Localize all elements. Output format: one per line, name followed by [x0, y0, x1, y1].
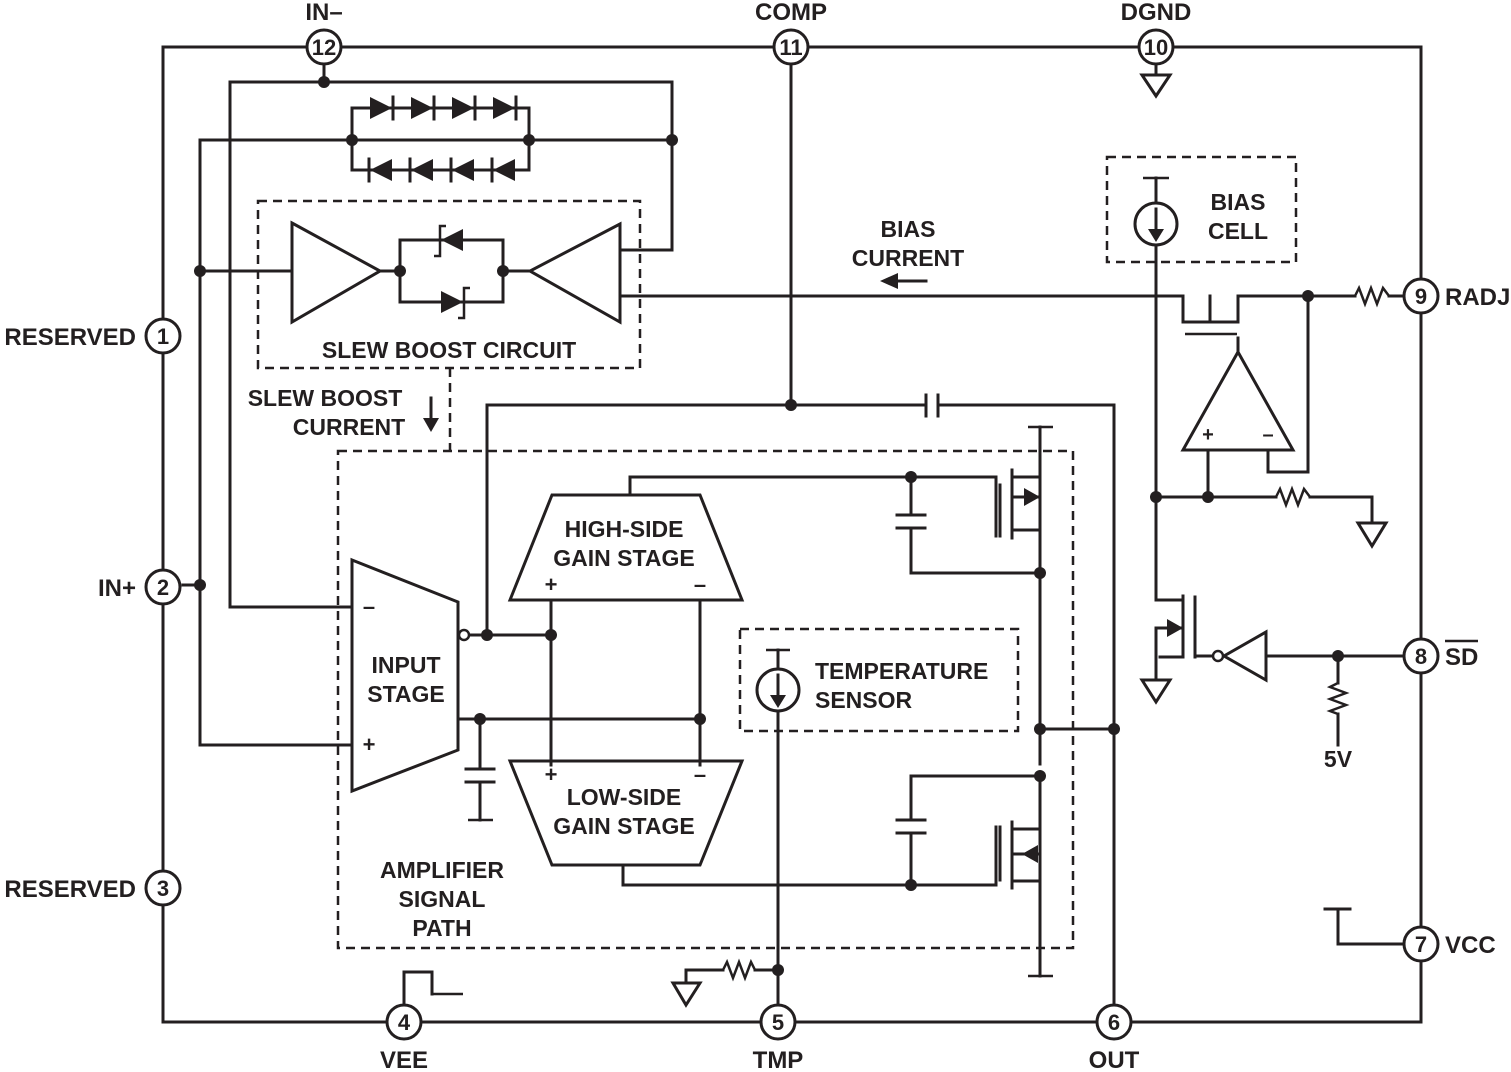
input-stage-inverting-output-bubble — [457, 628, 471, 642]
low-side-gain-stage — [507, 759, 745, 867]
temperature-sensor-block — [738, 627, 1020, 733]
temperature-sensor-label-2: SENSOR — [815, 687, 913, 713]
svg-text:1: 1 — [157, 324, 169, 349]
svg-text:RADJ: RADJ — [1445, 284, 1510, 311]
sd-inverter-bubble — [1211, 649, 1225, 663]
svg-text:6: 6 — [1108, 1010, 1120, 1035]
low-side-plus: + — [545, 762, 558, 787]
bias-amplifier — [1180, 348, 1296, 452]
diode-string-forward — [370, 95, 518, 121]
amplifier-signal-path-label-2: SIGNAL — [399, 886, 486, 912]
bias-current-label-2: CURRENT — [852, 245, 964, 271]
resistors — [721, 284, 1390, 982]
pin-9: 9 RADJ — [1402, 277, 1510, 315]
bias-cell-label-2: CELL — [1208, 218, 1268, 244]
svg-text:9: 9 — [1415, 284, 1427, 309]
svg-text:5: 5 — [772, 1010, 784, 1035]
junction-dots — [194, 76, 1344, 976]
slew-boost-current-label-2: CURRENT — [293, 414, 405, 440]
input-stage-plus: + — [363, 732, 376, 757]
pin-3: 3 RESERVED — [4, 869, 182, 907]
input-stage — [350, 557, 460, 794]
high-side-minus: – — [694, 572, 706, 597]
amplifier-signal-path-label-1: AMPLIFIER — [380, 857, 504, 883]
bias-current-label-1: BIAS — [881, 216, 936, 242]
svg-text:IN+: IN+ — [98, 575, 136, 602]
pin-1: 1 RESERVED — [4, 317, 182, 355]
input-stage-label-1: INPUT — [372, 652, 441, 678]
pin-4: 4 VEE — [380, 1003, 428, 1072]
slew-boost-current-arrow — [423, 396, 439, 432]
svg-text:RESERVED: RESERVED — [4, 876, 136, 903]
pin-6: 6 OUT — [1089, 1003, 1140, 1072]
bias-cell-block — [1105, 155, 1298, 264]
bias-amplifier-plus: + — [1202, 424, 1214, 446]
high-side-label-1: HIGH-SIDE — [565, 516, 684, 542]
slew-boost-circuit-label: SLEW BOOST CIRCUIT — [322, 337, 576, 363]
current-sources — [755, 201, 1179, 713]
amplifier-signal-path-label-3: PATH — [412, 915, 471, 941]
svg-text:12: 12 — [312, 35, 336, 60]
bias-current-arrow — [880, 273, 928, 289]
amplifier-signal-path-block — [336, 449, 1075, 950]
pin-12: 12 IN– — [305, 0, 343, 66]
bias-amplifier-minus: – — [1262, 424, 1273, 446]
svg-text:VEE: VEE — [380, 1047, 428, 1072]
sd-switch-transistor — [1167, 595, 1197, 659]
high-side-gain-stage — [507, 493, 745, 602]
svg-text:10: 10 — [1144, 35, 1168, 60]
low-side-label-1: LOW-SIDE — [567, 784, 682, 810]
svg-text:SD: SD — [1445, 644, 1478, 671]
svg-text:COMP: COMP — [755, 0, 827, 26]
svg-text:4: 4 — [398, 1010, 411, 1035]
diode-string-reverse — [367, 157, 515, 183]
svg-text:7: 7 — [1415, 932, 1427, 957]
pin-11: 11 COMP — [755, 0, 827, 66]
svg-text:VCC: VCC — [1445, 932, 1496, 959]
svg-text:RESERVED: RESERVED — [4, 324, 136, 351]
slew-buffer-right — [526, 221, 622, 325]
svg-text:TMP: TMP — [753, 1047, 804, 1072]
output-transistors — [998, 468, 1042, 890]
low-side-label-2: GAIN STAGE — [553, 813, 694, 839]
capacitors — [464, 393, 940, 835]
slew-boost-current-label-1: SLEW BOOST — [248, 385, 403, 411]
svg-text:3: 3 — [157, 876, 169, 901]
bias-cell-label-1: BIAS — [1211, 189, 1266, 215]
low-side-minus: – — [694, 762, 706, 787]
supply-5v-label: 5V — [1324, 746, 1353, 772]
svg-text:IN–: IN– — [305, 0, 342, 26]
svg-text:2: 2 — [157, 575, 169, 600]
high-side-label-2: GAIN STAGE — [553, 545, 694, 571]
wiring — [181, 58, 1407, 1010]
pin-2: 2 IN+ — [98, 568, 182, 606]
pin-7: 7 VCC — [1402, 925, 1496, 963]
pin-5: 5 TMP — [753, 1003, 804, 1072]
input-stage-label-2: STAGE — [367, 681, 445, 707]
svg-text:8: 8 — [1415, 644, 1427, 669]
slew-buffer-left — [290, 220, 384, 325]
svg-text:OUT: OUT — [1089, 1047, 1140, 1072]
high-side-plus: + — [545, 572, 558, 597]
pin-8: 8 SD — [1402, 637, 1478, 675]
pin-10: 10 DGND — [1121, 0, 1192, 66]
sd-inverter — [1220, 629, 1268, 683]
schottky-diodes — [434, 224, 470, 320]
svg-text:11: 11 — [779, 35, 802, 60]
ground-symbols — [670, 73, 1389, 1008]
input-stage-minus: – — [363, 594, 375, 619]
temperature-sensor-label-1: TEMPERATURE — [815, 658, 988, 684]
svg-text:DGND: DGND — [1121, 0, 1192, 26]
